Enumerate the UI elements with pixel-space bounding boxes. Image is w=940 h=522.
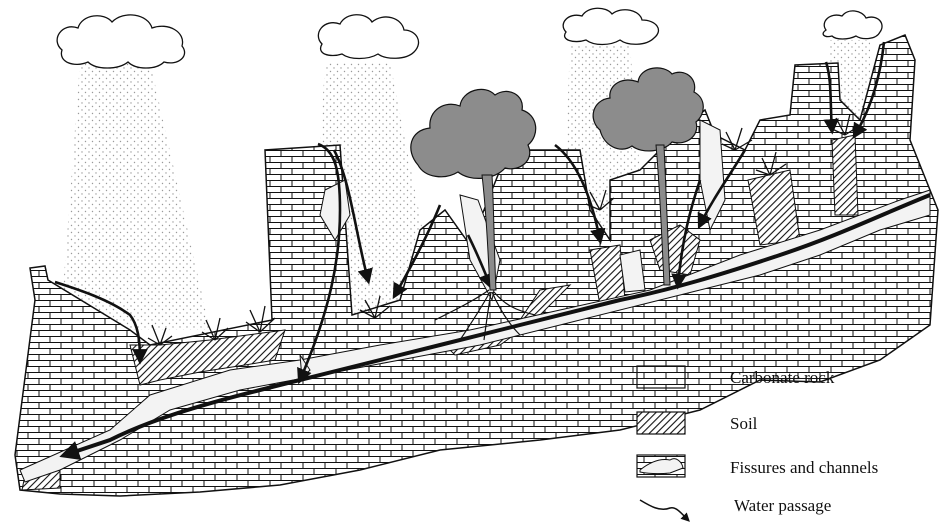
cloud-icon: [823, 11, 882, 39]
legend-label-water: Water passage: [734, 496, 831, 516]
legend-label-fissures: Fissures and channels: [730, 458, 878, 478]
cloud-icon: [563, 8, 658, 44]
legend-swatch-soil: [637, 412, 685, 434]
legend-swatch-carbonate: [637, 366, 685, 388]
cloud-icon: [57, 15, 184, 68]
legend-label-soil: Soil: [730, 414, 757, 434]
cloud-icon: [318, 15, 418, 59]
legend-swatch-fissures: [637, 455, 685, 477]
legend-swatch-water: [640, 500, 688, 520]
legend-label-carbonate: Carbonate rock: [730, 368, 834, 388]
